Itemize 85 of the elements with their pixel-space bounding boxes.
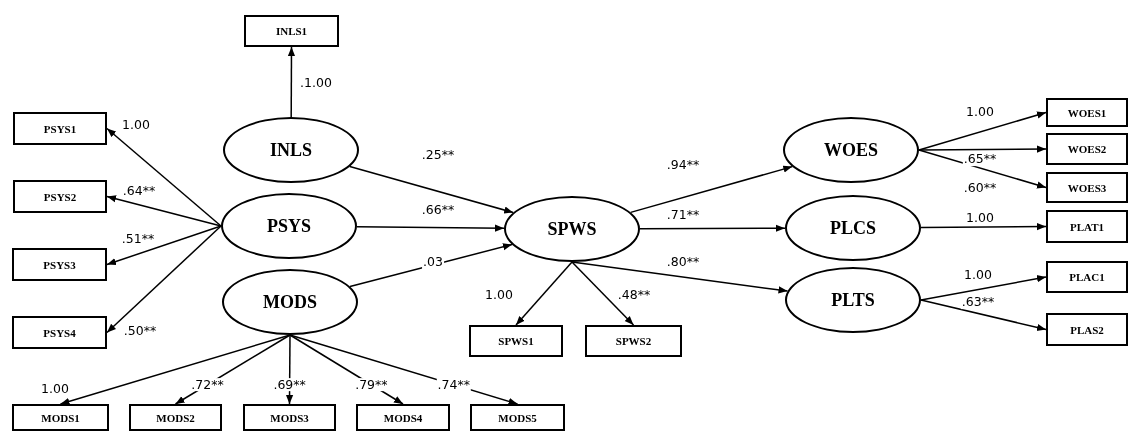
path-coefficient: 1.00: [484, 288, 514, 302]
indicator-box: [1046, 261, 1128, 293]
indicator-box: [129, 404, 222, 431]
variable-label: INLS: [270, 139, 312, 161]
variable-label: MODS2: [156, 411, 195, 424]
variable-label: MODS4: [383, 411, 423, 424]
indicator-box: [1046, 98, 1128, 127]
path-arrow: [59, 334, 291, 405]
path-arrow: [349, 243, 513, 288]
variable-label: WOES: [824, 139, 878, 161]
path-coefficient: 1.00: [121, 118, 151, 132]
variable-label: SPWS2: [615, 335, 652, 347]
variable-label: MODS1: [41, 411, 80, 424]
path-coefficient: .65**: [962, 152, 998, 166]
variable-label: PLTS: [831, 289, 875, 311]
indicator-box: [12, 316, 107, 349]
path-coefficient: .64**: [121, 184, 157, 198]
variable-label: SPWS1: [498, 335, 534, 347]
path-coefficient: .94**: [665, 158, 701, 172]
indicator-box: [12, 248, 107, 281]
path-coefficient: .80**: [665, 255, 701, 269]
path-coefficient: .69**: [272, 377, 307, 392]
path-coefficient: 1.00: [40, 382, 70, 396]
indicator-box: [1046, 133, 1128, 165]
variable-label: PSYS: [267, 215, 311, 237]
path-coefficient: .60**: [962, 181, 998, 195]
path-arrow: [920, 299, 1047, 331]
indicator-box: [243, 404, 336, 431]
path-arrow: [349, 165, 514, 214]
indicator-box: [1046, 172, 1128, 203]
path-arrow: [639, 224, 786, 232]
indicator-box: [244, 15, 339, 47]
path-arrow: [629, 165, 794, 214]
path-arrow: [287, 46, 296, 118]
path-arrow: [106, 195, 222, 227]
path-coefficient: .51**: [120, 232, 156, 246]
path-coefficient: .72**: [190, 377, 225, 392]
indicator-box: [1046, 313, 1128, 346]
path-coefficient: .66**: [420, 203, 456, 217]
variable-label: INLS1: [275, 25, 308, 37]
indicator-box: [470, 404, 565, 431]
indicator-box: [356, 404, 450, 431]
indicator-box: [585, 325, 682, 357]
variable-label: SPWS: [547, 218, 597, 240]
path-coefficient: .63**: [960, 295, 996, 309]
path-arrow: [106, 225, 222, 266]
path-coefficient: .79**: [354, 377, 389, 392]
indicator-box: [12, 404, 109, 431]
variable-label: MODS3: [270, 411, 309, 424]
variable-label: WOES3: [1067, 181, 1107, 194]
path-coefficient: 1.00: [963, 268, 993, 282]
path-coefficient: .48**: [616, 288, 652, 302]
path-arrow: [918, 111, 1047, 151]
indicator-box: [469, 325, 563, 357]
path-coefficient: .1.00: [299, 76, 333, 90]
variable-label: PSYS4: [43, 326, 76, 339]
variable-label: PLAS2: [1070, 323, 1104, 336]
variable-label: MODS5: [498, 411, 537, 424]
indicator-box: [13, 180, 107, 213]
indicator-box: [13, 112, 107, 145]
path-coefficient: .50**: [122, 324, 158, 338]
variable-label: MODS: [263, 291, 317, 313]
path-coefficient: .74**: [436, 377, 471, 392]
variable-label: PLAC1: [1069, 271, 1105, 283]
path-arrow: [515, 261, 573, 326]
path-arrow: [920, 222, 1047, 231]
variable-label: WOES1: [1067, 106, 1107, 119]
path-coefficient: .03: [422, 255, 444, 269]
path-coefficient: .25**: [420, 148, 456, 162]
variable-label: PSYS3: [43, 258, 76, 271]
indicator-box: [1046, 210, 1128, 243]
variable-label: PSYS2: [43, 190, 77, 203]
path-arrow: [356, 224, 505, 232]
path-arrow: [918, 149, 1047, 189]
variable-label: PLAT1: [1070, 220, 1104, 233]
path-arrow: [106, 225, 222, 334]
path-coefficient: 1.00: [965, 211, 995, 225]
path-arrow: [571, 261, 635, 326]
path-coefficient: 1.00: [965, 105, 995, 119]
path-arrow: [106, 127, 222, 227]
variable-label: PSYS1: [43, 122, 77, 135]
variable-label: WOES2: [1067, 143, 1107, 155]
path-coefficient: .71**: [665, 208, 701, 222]
path-arrow: [920, 275, 1047, 301]
variable-label: PLCS: [830, 217, 876, 239]
